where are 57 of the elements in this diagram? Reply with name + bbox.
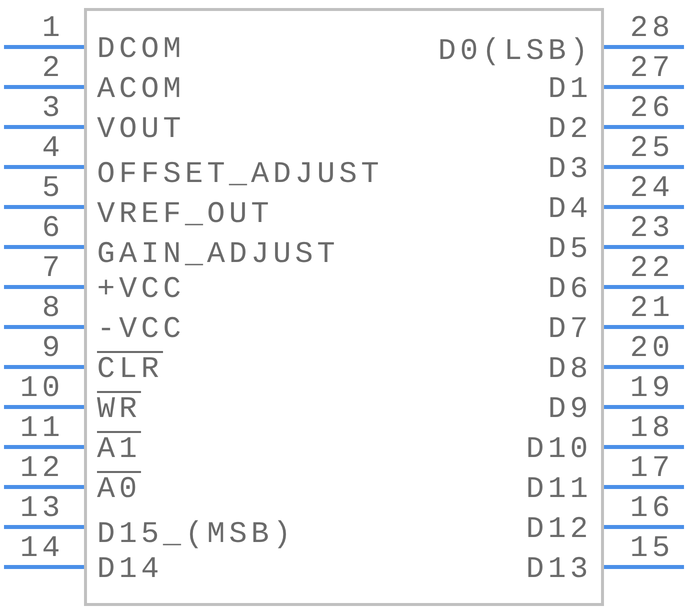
pin-number: 21 bbox=[630, 294, 674, 324]
pin-number: 27 bbox=[630, 54, 674, 84]
pin-name: D14 bbox=[97, 555, 164, 585]
pin-number: 26 bbox=[630, 94, 674, 124]
pin-name: OFFSET_ADJUST bbox=[97, 160, 384, 190]
pin-number: 20 bbox=[630, 334, 674, 364]
pin-number: 11 bbox=[20, 414, 64, 444]
pin-number: 12 bbox=[20, 454, 64, 484]
pin-number: 22 bbox=[630, 254, 674, 284]
pin-number: 5 bbox=[42, 174, 64, 204]
pin-name: CLR bbox=[97, 355, 164, 385]
pin-name: ACOM bbox=[97, 75, 186, 105]
pin-number: 8 bbox=[42, 294, 64, 324]
pin-name: D1 bbox=[548, 75, 592, 105]
pin-name: D0(LSB) bbox=[438, 37, 592, 67]
pin-name: D11 bbox=[526, 475, 592, 505]
pin-number: 2 bbox=[42, 54, 64, 84]
pin-number: 25 bbox=[630, 134, 674, 164]
pin-name: D4 bbox=[548, 195, 592, 225]
pin-number: 17 bbox=[630, 454, 674, 484]
pin-number: 9 bbox=[42, 334, 64, 364]
pin-name: GAIN_ADJUST bbox=[97, 240, 340, 270]
pin-name: A1 bbox=[97, 435, 142, 465]
pin-number: 24 bbox=[630, 174, 674, 204]
pin-number: 19 bbox=[630, 374, 674, 404]
pin-name: DCOM bbox=[97, 35, 186, 65]
pin-name: D8 bbox=[548, 355, 592, 385]
pin-name: D10 bbox=[526, 435, 592, 465]
pin-name: D15_(MSB) bbox=[97, 520, 296, 550]
pin-number: 14 bbox=[20, 534, 64, 564]
pin-name: A0 bbox=[97, 475, 142, 505]
pin-number: 28 bbox=[630, 14, 674, 44]
pin-number: 18 bbox=[630, 414, 674, 444]
pin-name: D12 bbox=[526, 515, 592, 545]
pin-number: 16 bbox=[630, 494, 674, 524]
pin-name: WR bbox=[97, 395, 142, 425]
pin-number: 23 bbox=[630, 214, 674, 244]
pin-name: D6 bbox=[548, 275, 592, 305]
pin-name: VREF_OUT bbox=[97, 200, 274, 230]
pin-name: D2 bbox=[548, 115, 592, 145]
pin-number: 10 bbox=[20, 374, 64, 404]
pin-name: D9 bbox=[548, 395, 592, 425]
pin-number: 6 bbox=[42, 214, 64, 244]
pin-name: VOUT bbox=[97, 115, 186, 145]
pin-name: +VCC bbox=[97, 275, 186, 305]
pin-number: 1 bbox=[42, 14, 64, 44]
pin-name: D5 bbox=[548, 235, 592, 265]
pin-name: D3 bbox=[548, 155, 592, 185]
pin-name: D7 bbox=[548, 315, 592, 345]
pin-name: -VCC bbox=[97, 315, 186, 345]
pin-number: 4 bbox=[42, 134, 64, 164]
pin-number: 3 bbox=[42, 94, 64, 124]
pin-name: D13 bbox=[526, 555, 592, 585]
chip-body bbox=[84, 8, 604, 606]
pin-number: 15 bbox=[630, 534, 674, 564]
pin-number: 7 bbox=[42, 254, 64, 284]
pin-number: 13 bbox=[20, 494, 64, 524]
